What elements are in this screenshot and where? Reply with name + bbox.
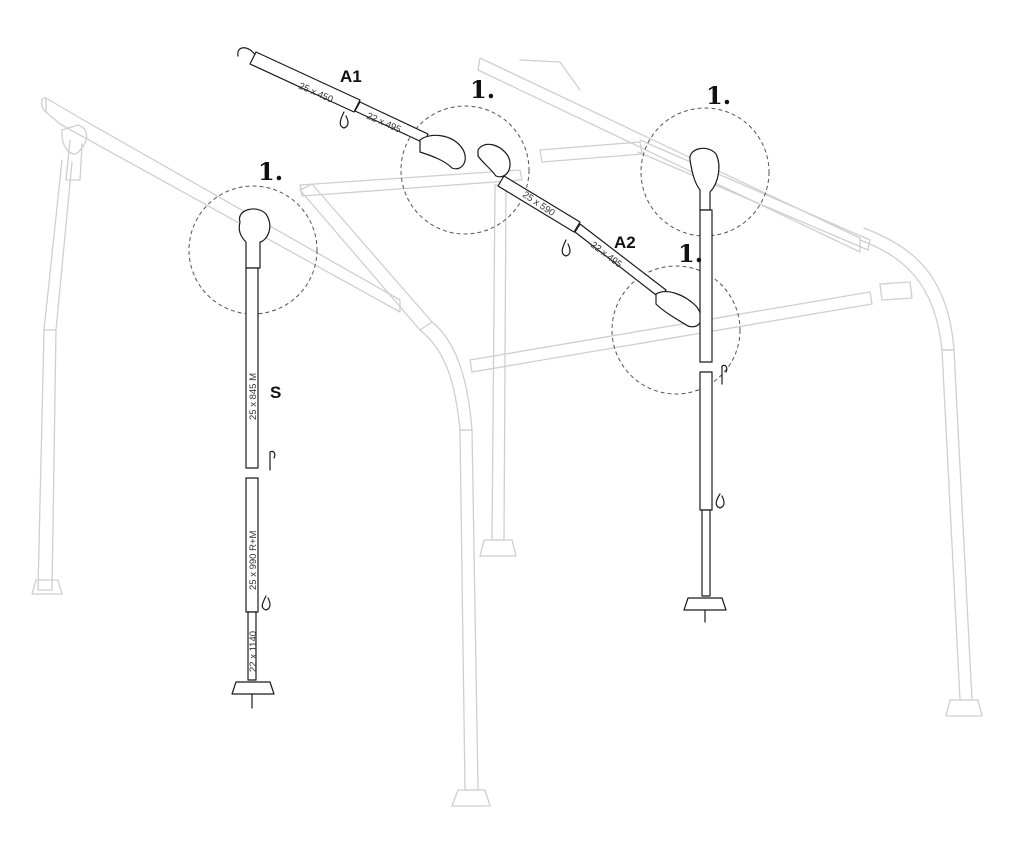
step-number-lower-right: 1. (678, 239, 703, 268)
part-label-a2: A2 (614, 233, 636, 252)
hook-icon (237, 47, 257, 57)
step-number-right: 1. (706, 81, 731, 110)
pin-icon (269, 450, 276, 471)
s-segment-2-label: 25 x 990 R+M (248, 531, 259, 590)
spring-clip-icon (715, 493, 725, 509)
spring-clip-icon (339, 111, 349, 129)
part-label-s: S (270, 383, 281, 402)
step-number-center: 1. (470, 75, 495, 104)
callout-circle-lower-right (611, 265, 741, 395)
joint-connector-icon (689, 147, 720, 211)
s-segment-3-label: 22 x 1140 (248, 631, 259, 672)
joint-connector-icon (655, 291, 702, 328)
ground-plate-icon (683, 597, 727, 611)
spring-clip-icon (261, 595, 271, 611)
part-label-a1: A1 (340, 67, 362, 86)
pin-icon (721, 364, 728, 385)
upright-pole-s: 25 x 845 M 25 x 990 R+M 22 x 1140 (231, 208, 276, 709)
roof-pole-a: 25 x 450 22 x 495 25 x 590 22 x 495 (237, 47, 702, 328)
joint-connector-icon (419, 134, 466, 170)
ghost-frame (31, 57, 983, 807)
spring-clip-icon (561, 239, 571, 257)
joint-connector-icon (477, 143, 511, 178)
upright-pole-right (683, 147, 728, 623)
s-segment-1-label: 25 x 845 M (248, 373, 259, 420)
joint-connector-icon (238, 208, 271, 269)
step-number-left: 1. (258, 157, 283, 186)
callout-circles (188, 105, 770, 395)
ground-plate-icon (231, 681, 275, 695)
callout-circle-center (400, 105, 530, 235)
